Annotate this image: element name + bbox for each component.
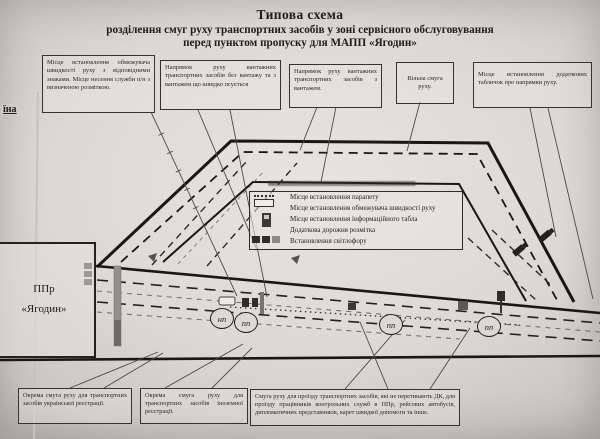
callout-free-lane: Вільна смуга руху. [396,62,454,104]
direction-arrow-icon [291,255,300,264]
checkpoint-name-line-2: «Ягодин» [21,303,67,315]
ink-smudge [268,181,416,186]
sign-marker [458,301,468,310]
callout-ua-lane: Окрема смуга руху для транспортних засоб… [18,388,132,424]
service-loop-dashed-line [120,151,558,301]
legend-item: Додаткова дорожня розмітка [290,226,376,234]
title-line-3: перед пунктом пропуску для МАПП «Ягодин» [183,37,417,49]
legend-box: Місце встановлення парапету Місце встано… [249,191,463,250]
lane-divider-lines [96,160,600,342]
traffic-light-icon [252,236,280,243]
callout-service-lane: Смуга руху для проїзду транспортних засо… [250,389,460,426]
checkpoint-box: ППр «Ягодин» [0,242,96,358]
legend-item: Місце встановлення інформаційного табла [290,215,418,223]
legend-item: Встановлення світлофору [290,237,367,245]
parapet-pole-base [114,320,121,346]
roadside-equipment [84,227,555,347]
callout-trucks-loaded: Напрямок руху вантажних транспортних зас… [289,64,382,108]
callout-extra-plates: Місце встановлення додаткових табличок п… [473,62,592,108]
sign-marker [348,303,356,310]
callout-speed-limiter: Місце встановлення обмежувача швидкості … [42,55,155,113]
legend-item: Місце встановлення парапету [290,193,379,201]
info-board-icon [262,213,271,227]
road-marker-pp: пп [234,312,258,333]
info-board-icon [497,291,505,301]
road-marker-pp: пп [379,314,403,335]
title-line-2: розділення смуг руху транспортних засобі… [106,24,494,36]
callout-trucks-empty: Напрямок руху вантажних транспортних зас… [160,60,281,110]
leader-lines [69,101,594,390]
road-marker-pp: пп [477,316,501,337]
sign-marker [252,298,258,307]
page-title: Типова схема розділення смуг руху трансп… [0,7,600,49]
sign-pole [260,292,264,314]
outer-contour-line [95,139,576,303]
truck-icon [538,227,555,243]
direction-arrow-icon [148,253,157,262]
truck-icon [512,242,528,257]
sign-marker [242,298,249,307]
checkpoint-name-line-1: ППр [33,283,55,296]
title-line-1: Типова схема [256,7,344,22]
legend-item: Місце встановлення обмежувача швидкості … [290,204,436,212]
edge-fragment-label: їна [1,104,19,115]
road-marker-np: нп [210,308,234,329]
callout-foreign-lane: Окрема смуга руху для транспортних засоб… [140,388,248,424]
road-top-edge [95,264,600,315]
speed-limiter-icon [218,296,236,306]
road-bottom-edge [0,354,600,362]
parapet-icon [254,195,274,207]
